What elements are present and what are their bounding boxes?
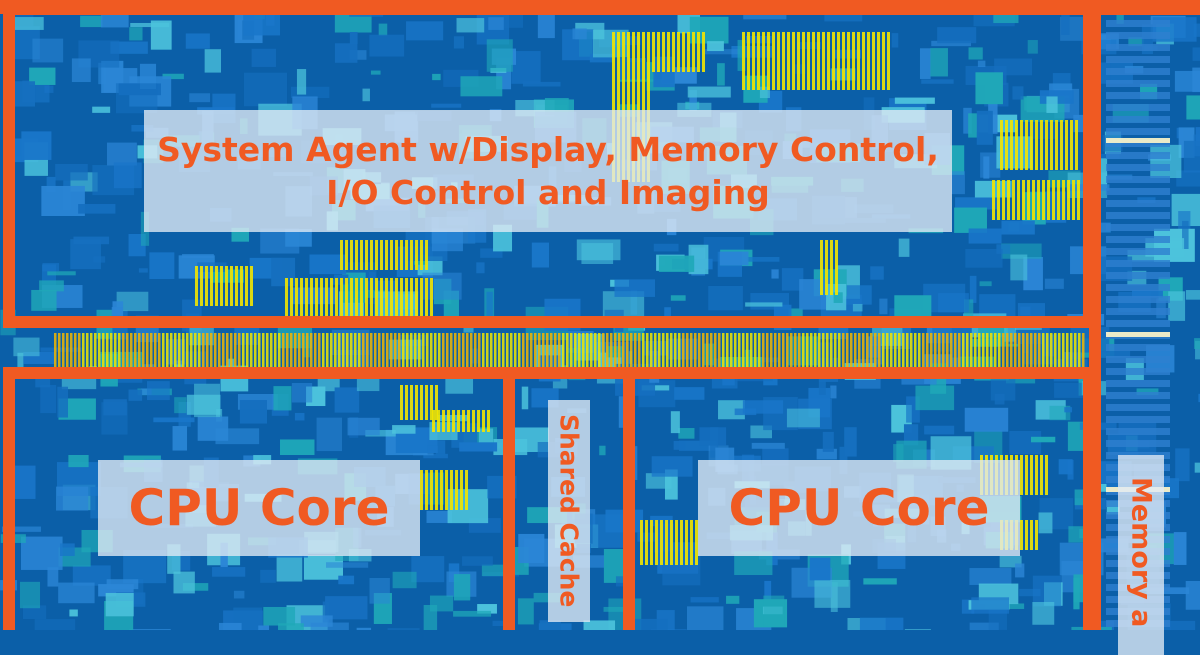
memory-label: Memory a xyxy=(1118,455,1164,655)
system-agent-line2: I/O Control and Imaging xyxy=(326,173,770,212)
system-agent-line1: System Agent w/Display, Memory Control, xyxy=(157,130,939,169)
cpu-core-right-label: CPU Core xyxy=(698,460,1020,556)
top-edge-border xyxy=(0,0,1200,14)
system-agent-label: System Agent w/Display, Memory Control, … xyxy=(144,110,952,232)
cpu-core-left-label: CPU Core xyxy=(98,460,420,556)
shared-cache-label: Shared Cache xyxy=(548,400,590,622)
memory-text: Memory a xyxy=(1125,477,1157,628)
cpu-core-left-text: CPU Core xyxy=(128,479,390,537)
region-borders xyxy=(0,0,1200,630)
shared-cache-text: Shared Cache xyxy=(554,414,584,608)
cpu-core-right-text: CPU Core xyxy=(728,479,990,537)
